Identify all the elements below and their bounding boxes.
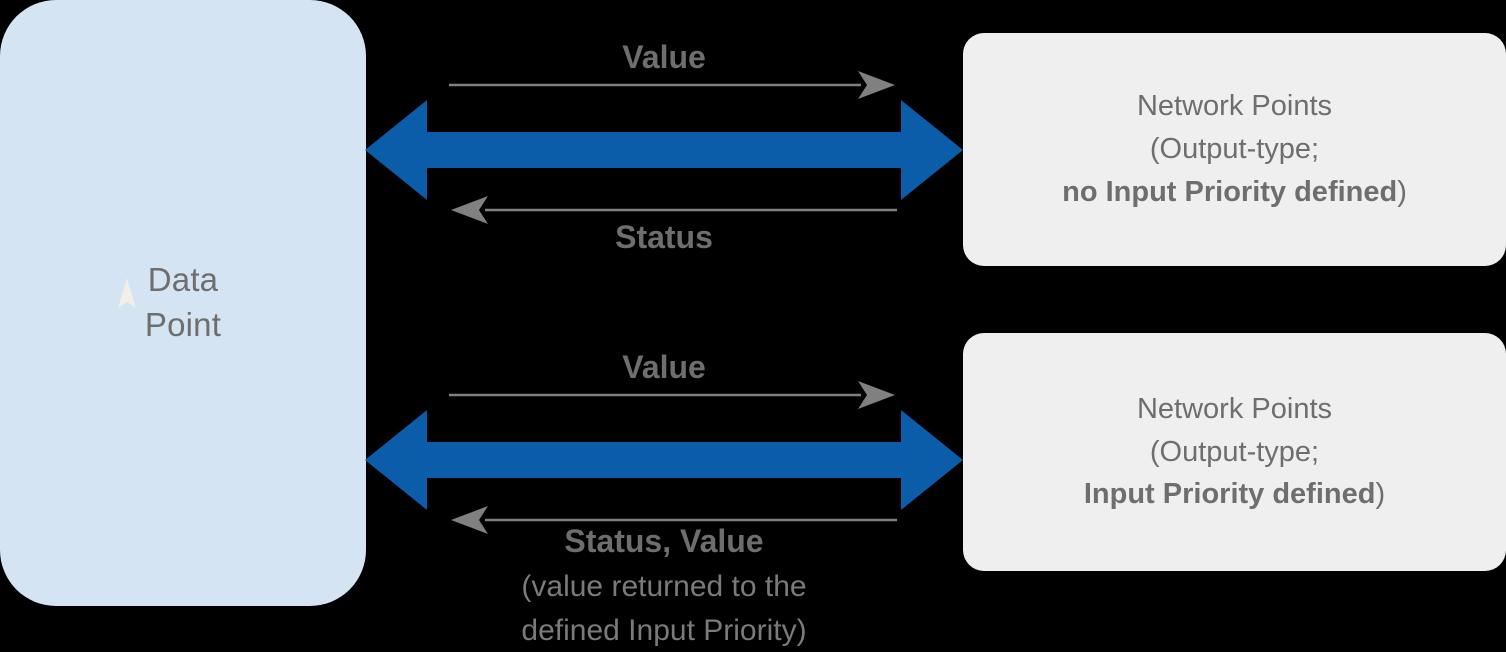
arrow-group-bottom: Value Status, Value (value returned to t…	[365, 310, 963, 648]
arrow-label-status-top: Status	[615, 219, 713, 255]
arrow-right-icon-bottom	[449, 381, 895, 409]
np-top-line2: (Output-type;	[1149, 133, 1320, 166]
arrow-caption-line1: (value returned to the	[521, 570, 807, 603]
data-point-box: Data Point	[0, 0, 366, 606]
arrow-group-top: Value Status	[365, 0, 963, 300]
arrow-left-icon-bottom	[451, 506, 897, 534]
arrow-label-status-bottom: Status, Value	[564, 523, 764, 559]
np-top-line1: Network Points	[1136, 90, 1332, 123]
mouse-cursor-arrow-icon	[118, 278, 136, 308]
data-point-label-line2: Point	[144, 306, 222, 343]
arrow-label-value-top: Value	[622, 39, 706, 75]
np-top-line3-bold: no Input Priority defined	[1062, 175, 1398, 208]
network-points-label-no-input-priority: Network Points (Output-type; no Input Pr…	[1062, 85, 1407, 214]
arrow-label-value-bottom: Value	[622, 349, 706, 385]
double-arrow-icon-bottom	[365, 410, 963, 510]
arrow-caption-bottom: (value returned to the defined Input Pri…	[365, 565, 963, 652]
np-bottom-line1: Network Points	[1136, 392, 1332, 425]
arrow-right-icon-top	[449, 71, 895, 99]
arrow-caption-line2: defined Input Priority)	[521, 613, 807, 647]
np-bottom-line3-bold: Input Priority defined	[1083, 478, 1376, 511]
arrow-left-icon-top	[451, 196, 897, 224]
data-point-label: Data Point	[145, 258, 221, 347]
np-top-line3-tail: )	[1397, 175, 1407, 208]
network-points-label-input-priority: Network Points (Output-type; Input Prior…	[1084, 388, 1385, 517]
np-bottom-line2: (Output-type;	[1149, 435, 1320, 468]
network-points-box-no-input-priority: Network Points (Output-type; no Input Pr…	[963, 33, 1506, 266]
double-arrow-icon-top	[365, 100, 963, 200]
data-point-label-line1: Data	[147, 261, 219, 299]
network-points-box-input-priority: Network Points (Output-type; Input Prior…	[963, 333, 1506, 571]
np-bottom-line3-tail: )	[1375, 478, 1386, 511]
